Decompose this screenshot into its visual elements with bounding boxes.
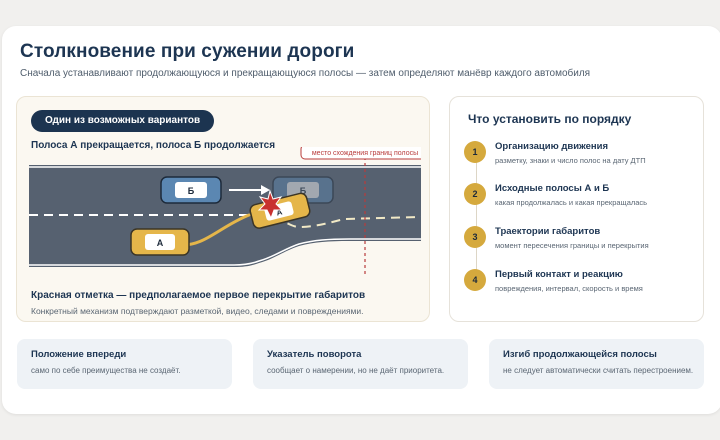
info-card-position: Положение впереди само по себе преимущес… xyxy=(17,339,232,389)
step-desc: какая продолжалась и какая прекращалась xyxy=(495,198,648,207)
step-item: 3 Траектории габаритов момент пересечени… xyxy=(464,224,699,254)
car-b-ghost-label: Б xyxy=(300,186,307,196)
variant-badge: Один из возможных вариантов xyxy=(31,110,215,132)
info-card-desc: само по себе преимущества не создаёт. xyxy=(31,366,181,375)
step-title: Организацию движения xyxy=(495,141,609,152)
info-card-title: Положение впереди xyxy=(31,349,127,360)
step-desc: момент пересечения границы и перекрытия xyxy=(495,241,649,250)
car-b-arrow-head xyxy=(261,185,270,195)
info-card-title: Указатель поворота xyxy=(267,349,362,360)
step-desc: разметку, знаки и число полос на дату ДТ… xyxy=(495,156,646,165)
road-edge-bottom xyxy=(29,238,421,266)
step-item: 4 Первый контакт и реакцию повреждения, … xyxy=(464,267,699,297)
note-subtitle: Конкретный механизм подтверждают разметк… xyxy=(31,306,364,316)
impact-star-icon xyxy=(257,189,284,220)
merge-label-box xyxy=(300,147,421,160)
car-b-label: Б xyxy=(188,186,195,196)
steps-panel: Что установить по порядку 1 Организацию … xyxy=(449,96,704,322)
steps-connector xyxy=(476,149,477,279)
info-card-desc: сообщает о намерении, но не даёт приорит… xyxy=(267,366,445,375)
info-card-turn-signal: Указатель поворота сообщает о намерении,… xyxy=(253,339,468,389)
step-title: Исходные полосы А и Б xyxy=(495,183,610,194)
step-number: 1 xyxy=(464,141,486,163)
step-number: 4 xyxy=(464,269,486,291)
merge-point-label: место схождения границ полосы xyxy=(312,150,418,157)
note-title: Красная отметка — предполагаемое первое … xyxy=(31,290,366,301)
step-number: 3 xyxy=(464,226,486,248)
steps-title: Что установить по порядку xyxy=(468,112,632,126)
step-item: 2 Исходные полосы А и Б какая продолжала… xyxy=(464,181,699,211)
step-title: Траектории габаритов xyxy=(495,226,601,237)
car-b: Б xyxy=(160,176,222,204)
step-title: Первый контакт и реакцию xyxy=(495,269,623,280)
car-a: А xyxy=(130,228,190,256)
info-card-desc: не следует автоматически считать перестр… xyxy=(503,366,694,375)
diagram-panel: Один из возможных вариантов Полоса А пре… xyxy=(16,96,430,322)
car-a-label: А xyxy=(157,238,164,248)
step-item: 1 Организацию движения разметку, знаки и… xyxy=(464,139,699,169)
page-title: Столкновение при сужении дороги xyxy=(20,41,355,62)
page-subtitle: Сначала устанавливают продолжающуюся и п… xyxy=(20,68,591,79)
info-card-lane-bend: Изгиб продолжающейся полосы не следует а… xyxy=(489,339,704,389)
info-card-title: Изгиб продолжающейся полосы xyxy=(503,349,657,360)
road-diagram: место схождения границ полосы А Б Б xyxy=(29,147,421,277)
scenario-caption: Полоса А прекращается, полоса Б продолжа… xyxy=(31,140,276,151)
car-a-merged-label: А xyxy=(275,207,283,217)
step-number: 2 xyxy=(464,183,486,205)
step-desc: повреждения, интервал, скорость и время xyxy=(495,284,643,293)
